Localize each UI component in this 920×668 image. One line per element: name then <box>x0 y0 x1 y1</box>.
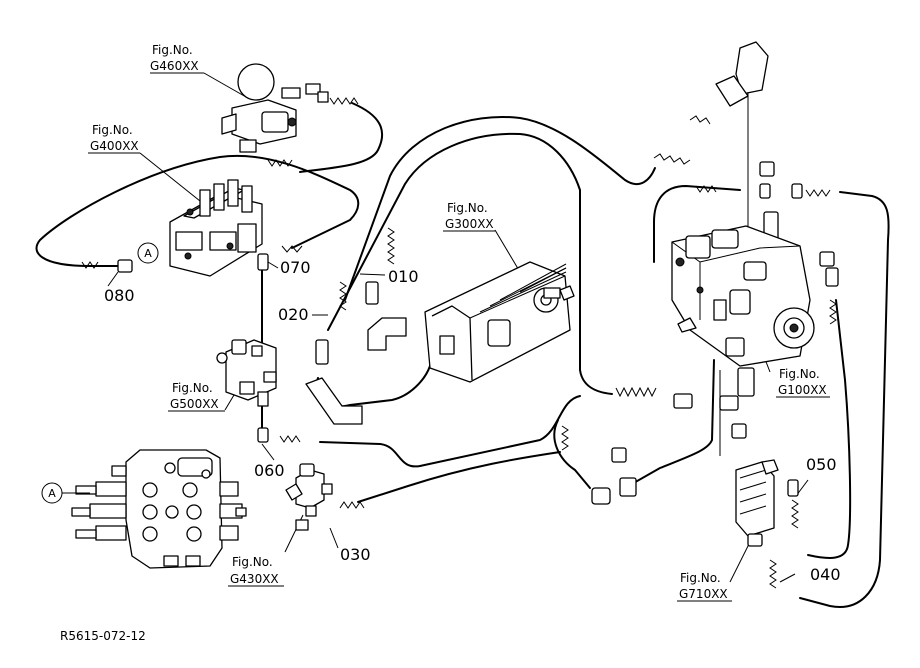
fig-g460-label-line2: G460XX <box>150 59 199 73</box>
fig-g430-label-line2: G430XX <box>230 572 279 586</box>
spring-guard <box>615 386 657 398</box>
part-number-060: 060 <box>254 461 285 480</box>
transmission-g100 <box>671 225 815 367</box>
hose-long-upper-b <box>327 132 613 395</box>
fitting <box>365 281 379 305</box>
fig-g100-label-line1: Fig.No. <box>779 367 820 381</box>
fig-g430-label-line1: Fig.No. <box>232 555 273 569</box>
spring-guard <box>339 281 347 311</box>
spring-guard <box>829 299 837 325</box>
fitting <box>787 479 799 497</box>
spring-guard <box>387 227 395 265</box>
elbow-fitting <box>305 377 363 425</box>
callout-a-top-letter: A <box>144 247 152 260</box>
hose-right-inner <box>653 185 741 263</box>
elbow-fitting <box>735 41 769 95</box>
hose-long-upper <box>344 116 656 301</box>
drawing-id: R5615-072-12 <box>60 629 146 643</box>
fig-g710-label-line1: Fig.No. <box>680 571 721 585</box>
filter-g710 <box>735 459 779 547</box>
pump-g300 <box>424 261 575 383</box>
hose-lower-right <box>553 419 591 489</box>
fitting <box>315 339 329 365</box>
fitting <box>257 253 269 271</box>
fitting <box>611 447 627 463</box>
spring-guard <box>791 499 799 529</box>
spring-guard <box>561 425 569 451</box>
valve-g430 <box>285 463 333 531</box>
part-number-020: 020 <box>278 305 309 324</box>
callout-markers: A A <box>41 242 159 504</box>
fig-g400-label-line2: G400XX <box>90 139 139 153</box>
valve-g500 <box>216 339 277 407</box>
hose-080 <box>35 154 360 267</box>
figure-reference-labels: Fig.No. G460XX Fig.No. G400XX Fig.No. G3… <box>88 43 830 602</box>
hose-060-line <box>319 395 581 468</box>
callout-a-bottom-letter: A <box>48 487 56 500</box>
hose-upper-loop <box>299 102 383 173</box>
elbow-fitting <box>367 317 407 351</box>
fitting <box>791 183 803 199</box>
detail-a-valve <box>71 449 247 569</box>
fig-g300-label-line2: G300XX <box>445 217 494 231</box>
hose-lines <box>35 102 890 608</box>
spring-guard <box>653 153 691 165</box>
fitting <box>117 259 133 273</box>
valve-g460 <box>221 63 329 153</box>
fitting <box>819 251 835 267</box>
part-number-050: 050 <box>806 455 837 474</box>
spring-guard <box>769 559 777 589</box>
fitting <box>619 477 637 497</box>
fitting <box>737 367 755 397</box>
fig-g500-label-line2: G500XX <box>170 397 219 411</box>
fig-g100-label-line2: G100XX <box>778 383 827 397</box>
spring-guard <box>267 159 293 167</box>
spring-guard <box>695 185 717 193</box>
fitting <box>257 427 269 443</box>
part-number-010: 010 <box>388 267 419 286</box>
hose-g100-link <box>631 359 715 485</box>
fitting <box>719 395 739 411</box>
part-number-070: 070 <box>280 258 311 277</box>
elbow-fitting <box>715 75 749 107</box>
spring-guard <box>689 115 711 125</box>
fig-g300-label-line1: Fig.No. <box>447 201 488 215</box>
spring-guard <box>279 435 301 443</box>
valve-g400 <box>169 179 263 277</box>
part-number-080: 080 <box>104 286 135 305</box>
fitting <box>591 487 611 505</box>
fitting <box>731 423 747 439</box>
fig-g710-label-line2: G710XX <box>679 587 728 601</box>
spring-guard <box>329 97 359 105</box>
fitting <box>673 393 693 409</box>
spring-guard <box>81 261 99 269</box>
fig-g460-label-line1: Fig.No. <box>152 43 193 57</box>
callout-a-top-circle <box>137 242 159 264</box>
fitting <box>825 267 839 287</box>
hose-guards <box>81 41 839 589</box>
part-number-040: 040 <box>810 565 841 584</box>
hose-050 <box>807 299 852 559</box>
part-number-030: 030 <box>340 545 371 564</box>
fig-g500-label-line1: Fig.No. <box>172 381 213 395</box>
spring-guard <box>281 245 303 253</box>
spring-guard <box>339 501 365 509</box>
hose-right-loop <box>799 191 890 608</box>
part-number-labels: 010 020 030 040 050 060 070 080 <box>104 258 841 584</box>
fitting <box>759 161 775 177</box>
hose-030-line <box>357 451 561 503</box>
fig-g400-label-line1: Fig.No. <box>92 123 133 137</box>
spring-guard <box>805 189 831 197</box>
fitting <box>759 183 771 199</box>
